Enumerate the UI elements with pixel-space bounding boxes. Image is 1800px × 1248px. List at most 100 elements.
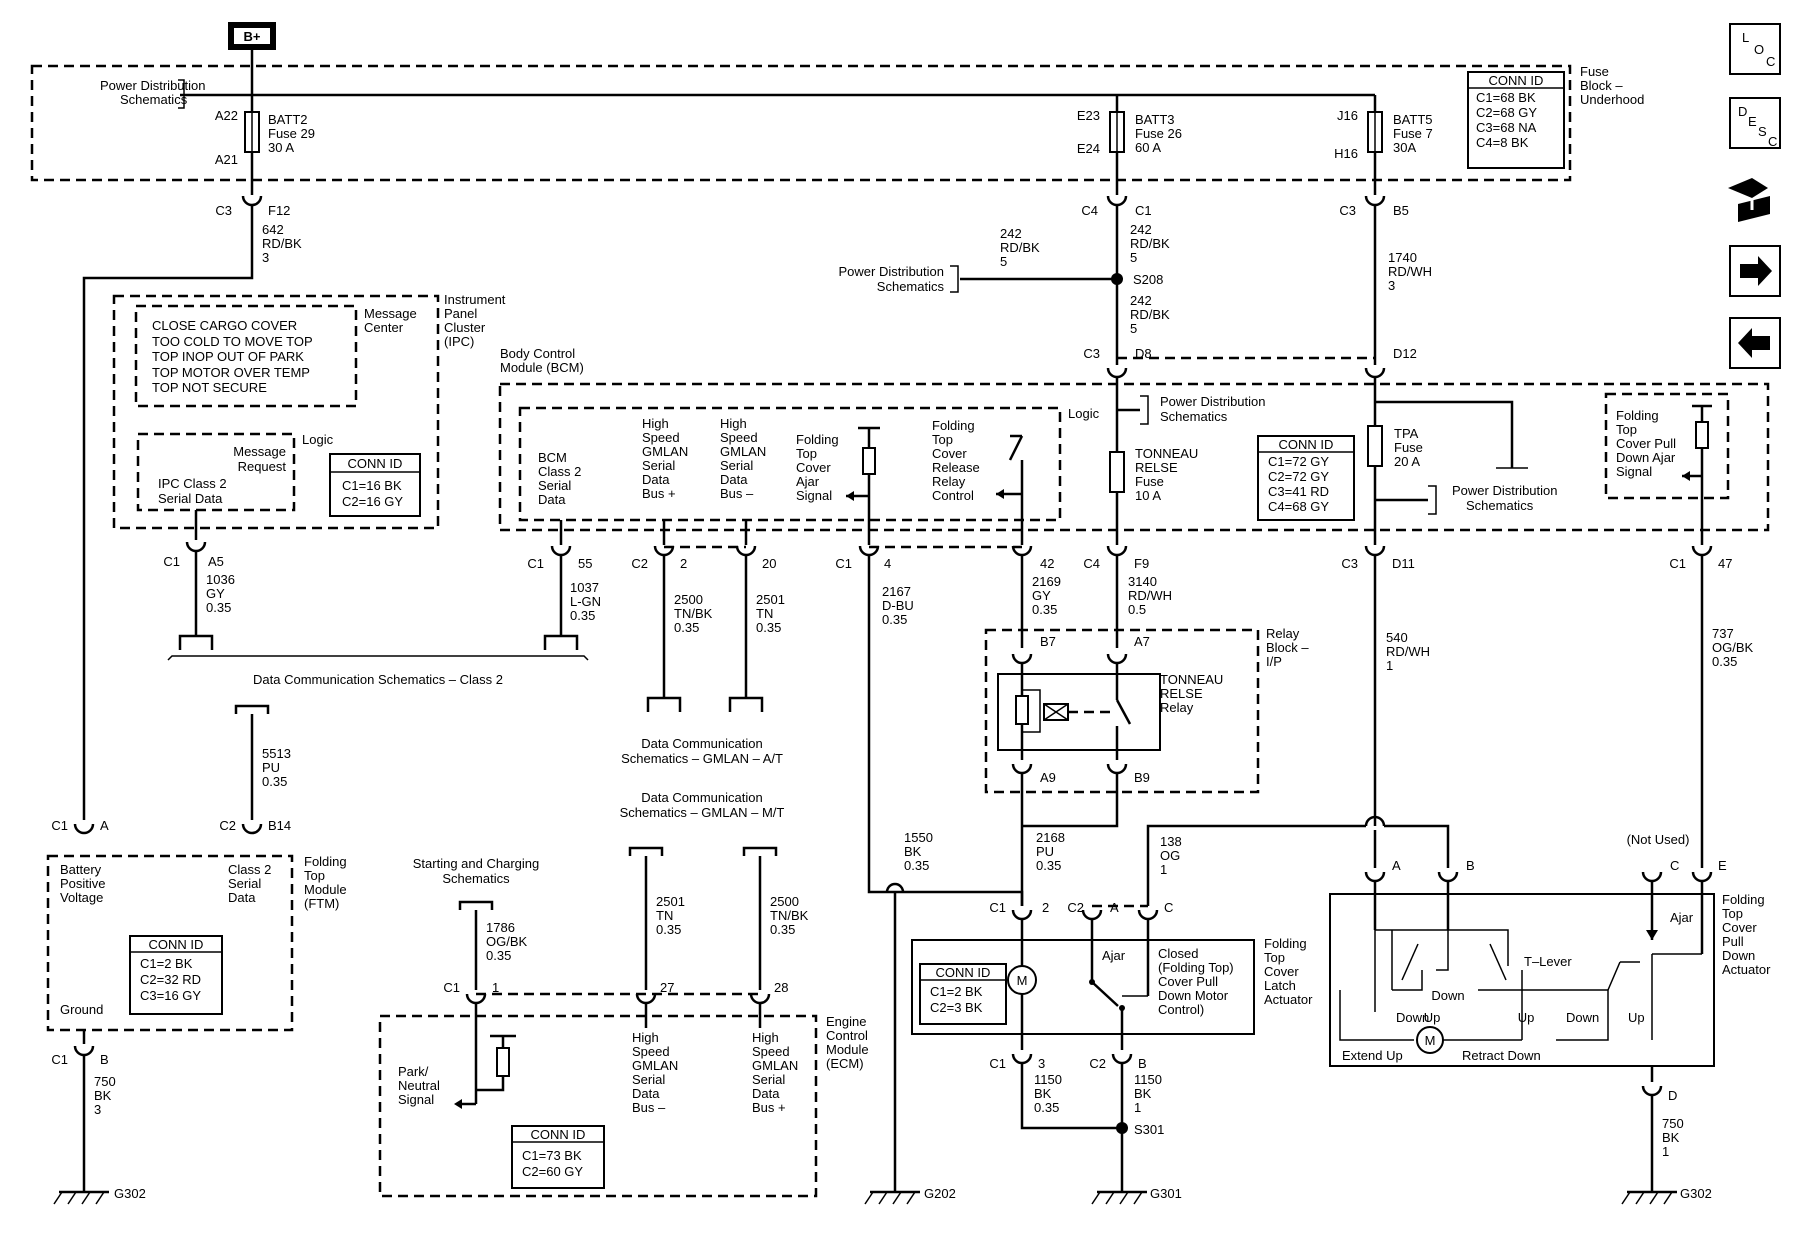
svg-text:Schematics: Schematics: [1160, 409, 1228, 424]
arrow-left-icon[interactable]: [1729, 317, 1781, 369]
wire-642: C3 F12 642 RD/BK 3: [215, 203, 302, 265]
svg-text:A: A: [1110, 900, 1119, 915]
svg-text:Cover: Cover: [796, 460, 831, 475]
arrow-right-icon[interactable]: [1729, 245, 1781, 297]
svg-text:RELSE: RELSE: [1135, 460, 1178, 475]
svg-text:Bus –: Bus –: [720, 486, 754, 501]
ipc-messages: CLOSE CARGO COVER TOO COLD TO MOVE TOP T…: [152, 318, 313, 395]
svg-text:Underhood: Underhood: [1580, 92, 1644, 107]
fuse-block-underhood: [30, 64, 1572, 182]
svg-text:20 A: 20 A: [1394, 454, 1420, 469]
ipc-title: Instrument Panel Cluster (IPC): [444, 292, 506, 349]
svg-text:(FTM): (FTM): [304, 896, 339, 911]
svg-text:0.35: 0.35: [1032, 602, 1057, 617]
svg-text:Body Control: Body Control: [500, 346, 575, 361]
svg-text:F9: F9: [1134, 556, 1149, 571]
svg-text:Power Distribution: Power Distribution: [100, 78, 206, 93]
svg-text:Folding: Folding: [1722, 892, 1765, 907]
svg-text:Folding: Folding: [1264, 936, 1307, 951]
svg-text:Folding: Folding: [304, 854, 347, 869]
svg-text:C2=16 GY: C2=16 GY: [342, 494, 403, 509]
svg-text:2168: 2168: [1036, 830, 1065, 845]
bcm-bottom-connectors: C1 55 C2 2 20 C1 4 42 C4 F9 C3 D11 C1 47: [527, 520, 1732, 571]
svg-text:BK: BK: [904, 844, 922, 859]
svg-text:1: 1: [492, 980, 499, 995]
wire-1150b: 1150 BK 1: [1134, 1072, 1162, 1115]
svg-text:Schematics – GMLAN – M/T: Schematics – GMLAN – M/T: [620, 805, 785, 820]
svg-text:H16: H16: [1334, 146, 1358, 161]
pull-down-ajar-box: [1604, 392, 1730, 500]
loc-icon[interactable]: L O C: [1729, 23, 1781, 75]
svg-text:Folding: Folding: [932, 418, 975, 433]
svg-text:High: High: [632, 1030, 659, 1045]
svg-text:750: 750: [1662, 1116, 1684, 1131]
svg-text:0.35: 0.35: [570, 608, 595, 623]
wire-2168: 2168 PU 0.35: [1036, 830, 1065, 873]
svg-text:GMLAN: GMLAN: [752, 1058, 798, 1073]
svg-text:TONNEAU: TONNEAU: [1135, 446, 1198, 461]
svg-text:Class 2: Class 2: [538, 464, 581, 479]
svg-text:PU: PU: [1036, 844, 1054, 859]
svg-text:Battery: Battery: [60, 862, 102, 877]
svg-text:0.35: 0.35: [1712, 654, 1737, 669]
desc-icon[interactable]: D E S C: [1729, 97, 1781, 149]
svg-text:Closed: Closed: [1158, 946, 1198, 961]
bcm-logic-box: [518, 406, 1062, 522]
svg-text:O: O: [1754, 42, 1764, 57]
svg-text:0.35: 0.35: [882, 612, 907, 627]
relay-pins-top: B7 A7: [1040, 634, 1150, 649]
svg-text:5513: 5513: [262, 746, 291, 761]
svg-text:BATT2: BATT2: [268, 112, 308, 127]
svg-text:Control: Control: [932, 488, 974, 503]
svg-text:1150: 1150: [1034, 1072, 1062, 1087]
svg-text:C1=73 BK: C1=73 BK: [522, 1148, 582, 1163]
svg-text:3: 3: [94, 1102, 101, 1117]
svg-text:C4=68 GY: C4=68 GY: [1268, 499, 1329, 514]
svg-text:Relay: Relay: [932, 474, 966, 489]
ecm-pins: C1 1 27 28: [443, 980, 788, 995]
ipc-logic: Logic: [302, 432, 334, 447]
engine-control-module: [378, 1014, 818, 1198]
bcm-ajar-label: Folding Top Cover Ajar Signal: [796, 432, 839, 503]
svg-text:C1=2 BK: C1=2 BK: [140, 956, 193, 971]
svg-text:J16: J16: [1337, 108, 1358, 123]
connector-icon[interactable]: [1728, 178, 1770, 222]
svg-text:30 A: 30 A: [268, 140, 294, 155]
wire-1036: 1036 GY 0.35: [206, 572, 235, 615]
svg-text:TN/BK: TN/BK: [770, 908, 809, 923]
svg-text:1150: 1150: [1134, 1072, 1162, 1087]
svg-text:CONN ID: CONN ID: [348, 456, 403, 471]
svg-text:E24: E24: [1077, 141, 1100, 156]
svg-text:Data: Data: [752, 1086, 780, 1101]
svg-text:Message: Message: [233, 444, 286, 459]
svg-text:Data: Data: [538, 492, 566, 507]
svg-text:C1=68 BK: C1=68 BK: [1476, 90, 1536, 105]
svg-text:A21: A21: [215, 152, 238, 167]
svg-text:B: B: [1138, 1056, 1147, 1071]
svg-text:10 A: 10 A: [1135, 488, 1161, 503]
ipc-logic-box: [136, 432, 296, 512]
svg-text:RD/WH: RD/WH: [1386, 644, 1430, 659]
relay-block-label: Relay Block – I/P: [1266, 626, 1309, 669]
svg-text:B7: B7: [1040, 634, 1056, 649]
svg-text:A5: A5: [208, 554, 224, 569]
svg-text:4: 4: [884, 556, 891, 571]
svg-text:L: L: [1742, 30, 1749, 45]
svg-text:OG/BK: OG/BK: [486, 934, 528, 949]
svg-text:Serial: Serial: [228, 876, 261, 891]
svg-text:E: E: [1718, 858, 1727, 873]
svg-text:C4: C4: [1083, 556, 1100, 571]
svg-text:1: 1: [1386, 658, 1393, 673]
svg-text:1037: 1037: [570, 580, 599, 595]
svg-text:Voltage: Voltage: [60, 890, 103, 905]
svg-text:5: 5: [1000, 254, 1007, 269]
svg-text:Fuse: Fuse: [1580, 64, 1609, 79]
svg-text:C2=32 RD: C2=32 RD: [140, 972, 201, 987]
svg-text:S: S: [1758, 124, 1767, 139]
svg-text:Block –: Block –: [1580, 78, 1623, 93]
svg-text:0.35: 0.35: [1034, 1100, 1059, 1115]
svg-text:3: 3: [1038, 1056, 1045, 1071]
bplus-label: B+: [244, 29, 261, 44]
svg-text:Fuse: Fuse: [1394, 440, 1423, 455]
